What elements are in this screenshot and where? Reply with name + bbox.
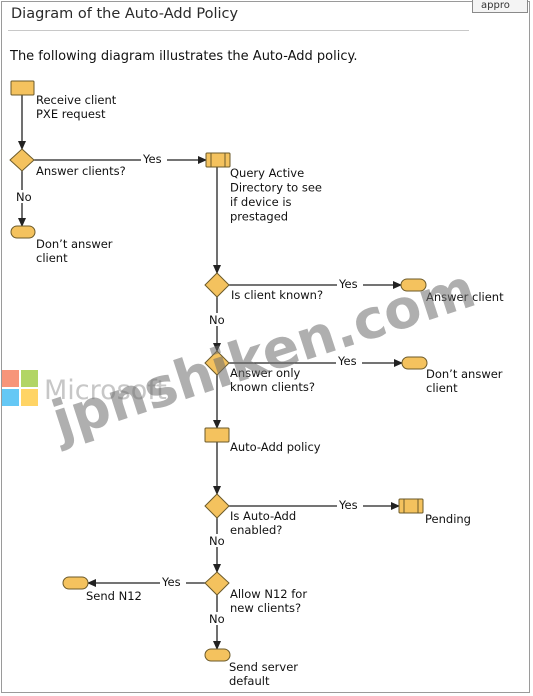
decision-answer-only-known <box>204 350 230 376</box>
edge-label-no: No <box>209 534 225 548</box>
watermark: Microsoft jpnshiken.com <box>2 256 483 453</box>
edge-label-yes: Yes <box>338 277 358 291</box>
corner-tab: appro <box>472 0 528 13</box>
edge-label-yes: Yes <box>338 498 358 512</box>
label-receive-request: Receive client PXE request <box>36 93 120 121</box>
label-auto-add-policy: Auto-Add policy <box>230 440 321 454</box>
watermark-site: jpnshiken.com <box>43 256 483 453</box>
process-receive-request <box>10 80 35 96</box>
label-pending: Pending <box>425 512 471 526</box>
subprocess-query-ad <box>205 152 231 168</box>
terminal-answer-client <box>400 278 427 292</box>
label-allow-n12: Allow N12 for new clients? <box>230 587 311 615</box>
process-auto-add-policy <box>204 427 230 443</box>
label-answer-only-known: Answer only known clients? <box>230 366 315 394</box>
terminal-send-server-default <box>204 648 231 662</box>
decision-is-client-known <box>204 272 230 298</box>
edge-label-no: No <box>209 612 225 626</box>
label-dont-answer-2: Don’t answer client <box>426 367 506 395</box>
label-send-server-default: Send server default <box>229 660 302 688</box>
title-divider <box>8 30 469 31</box>
edge-label-yes: Yes <box>161 575 181 589</box>
label-is-auto-add-enabled: Is Auto-Add enabled? <box>230 509 300 537</box>
decision-answer-clients <box>9 148 35 172</box>
label-answer-clients: Answer clients? <box>36 164 126 178</box>
microsoft-logo-icon <box>2 370 38 406</box>
decision-allow-n12 <box>204 571 230 596</box>
decision-is-auto-add-enabled <box>204 493 230 519</box>
label-answer-client: Answer client <box>426 290 504 304</box>
edge-labels: Yes No Yes No Yes Yes No Yes No <box>14 152 363 626</box>
edge-label-yes: Yes <box>142 152 162 166</box>
watermark-microsoft: Microsoft <box>44 375 167 406</box>
page-title: Diagram of the Auto-Add Policy <box>11 6 239 22</box>
node-labels: Receive client PXE request Answer client… <box>36 93 506 688</box>
subprocess-pending <box>398 498 424 514</box>
edge-label-yes: Yes <box>337 354 357 368</box>
edge-label-no: No <box>209 313 225 327</box>
label-send-n12: Send N12 <box>86 589 142 603</box>
edge-label-no: No <box>16 190 32 204</box>
terminal-dont-answer-1 <box>10 225 36 239</box>
terminal-dont-answer-2 <box>401 356 428 370</box>
label-dont-answer-1: Don’t answer client <box>36 237 116 265</box>
intro-text: The following diagram illustrates the Au… <box>10 49 358 64</box>
label-query-ad: Query Active Directory to see if device … <box>230 166 326 224</box>
label-is-client-known: Is client known? <box>231 288 323 302</box>
shapes <box>9 80 428 662</box>
terminal-send-n12 <box>62 576 89 590</box>
